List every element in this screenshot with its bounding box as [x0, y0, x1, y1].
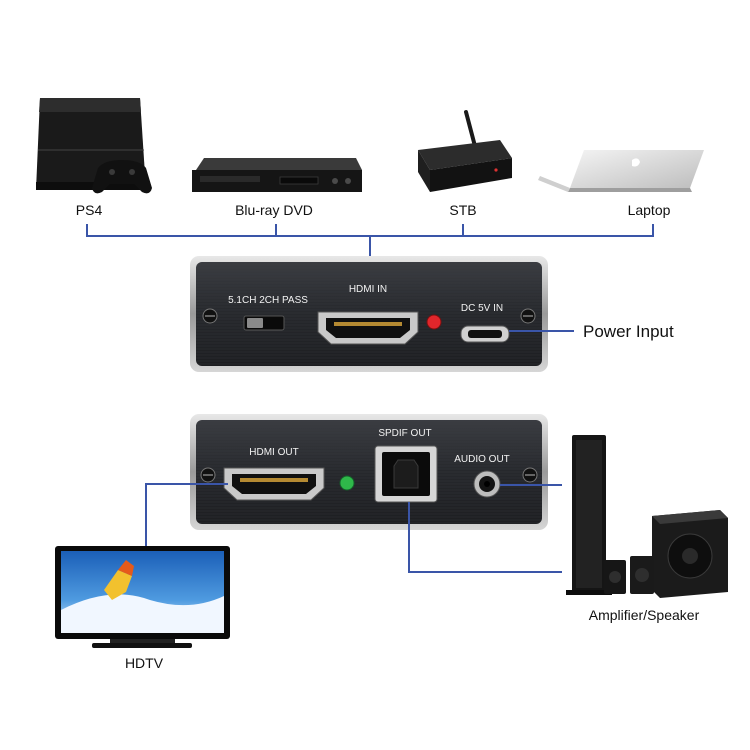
dc-in-label: DC 5V IN: [461, 303, 503, 314]
audio-out-jack-icon: [473, 470, 501, 498]
spdif-out-port-icon: [374, 445, 438, 503]
power-input-label: Power Input: [583, 322, 674, 341]
bluray-label: Blu-ray DVD: [235, 202, 313, 218]
ps4-controller-icon: [92, 160, 152, 194]
stb-box-icon: [418, 110, 512, 192]
pass-switch-label: 5.1CH 2CH PASS: [228, 295, 308, 306]
audio-out-label: AUDIO OUT: [454, 454, 510, 465]
bluray-player-icon: [192, 158, 362, 192]
hdmi-out-label: HDMI OUT: [249, 447, 298, 458]
input-screw-left-icon: [202, 308, 218, 324]
hdtv-label: HDTV: [125, 655, 164, 671]
input-screw-right-icon: [520, 308, 536, 324]
hdmi-in-label: HDMI IN: [349, 284, 387, 295]
hdmi-in-port-icon: [317, 311, 419, 345]
ps4-label: PS4: [76, 202, 103, 218]
speaker-label: Amplifier/Speaker: [589, 607, 700, 623]
speaker-system-icon: [566, 435, 728, 598]
output-screw-right-icon: [522, 467, 538, 483]
output-panel: [190, 414, 548, 530]
hdmi-out-port-icon: [223, 467, 325, 501]
laptop-label: Laptop: [628, 202, 671, 218]
input-led-red: [426, 314, 442, 330]
spdif-out-label: SPDIF OUT: [378, 428, 431, 439]
hdtv-icon: [55, 546, 230, 648]
dc-in-port-icon: [460, 325, 510, 343]
laptop-icon: [538, 150, 704, 192]
output-screw-left-icon: [200, 467, 216, 483]
stb-label: STB: [449, 202, 476, 218]
output-connector-lines: [145, 483, 562, 573]
output-led-green: [339, 475, 355, 491]
pass-switch: [243, 315, 285, 331]
